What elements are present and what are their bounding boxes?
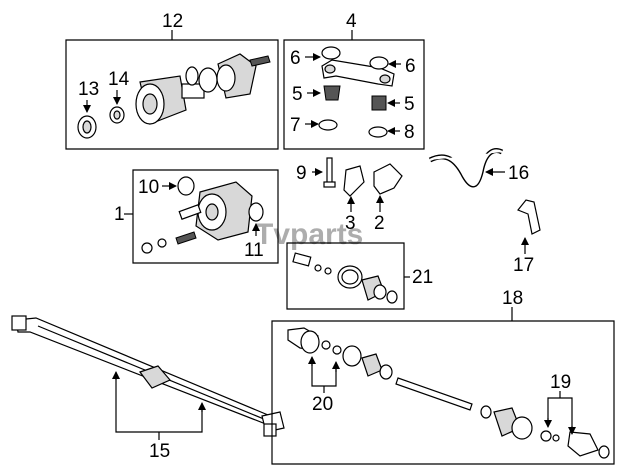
- callout-20[interactable]: 20: [312, 394, 333, 415]
- callout-2[interactable]: 2: [374, 213, 385, 234]
- half-shaft-18-parts[interactable]: [287, 327, 610, 459]
- group-box-4: 4 6 6 5 5 7 8: [283, 11, 425, 150]
- clip-17-group: 17: [513, 199, 541, 276]
- seal-10-part[interactable]: [177, 176, 195, 196]
- bracket-3-group: 3: [343, 165, 365, 234]
- seal-14-part[interactable]: [109, 106, 125, 124]
- bracket-2-group: 2: [373, 163, 403, 234]
- hose-16-group: 16: [428, 148, 529, 188]
- callout-19[interactable]: 19: [550, 372, 571, 393]
- group-box-18: 18 20 19: [271, 288, 615, 465]
- mount-bushing-6a-part[interactable]: [321, 46, 341, 60]
- clip-17-part[interactable]: [517, 199, 541, 235]
- callout-11[interactable]: 11: [244, 240, 264, 261]
- callout-6a[interactable]: 6: [290, 48, 301, 69]
- callout-12[interactable]: 12: [162, 11, 183, 32]
- bolt-9-part[interactable]: [323, 157, 336, 188]
- callout-9[interactable]: 9: [296, 163, 307, 184]
- callout-15[interactable]: 15: [149, 441, 170, 462]
- callout-3[interactable]: 3: [345, 213, 356, 234]
- mount-bracket-part[interactable]: [321, 59, 395, 87]
- bracket-2-part[interactable]: [373, 163, 403, 195]
- bolt-9-group: 9: [296, 157, 336, 188]
- propeller-shaft-15-part[interactable]: [11, 315, 285, 437]
- callout-14[interactable]: 14: [108, 69, 130, 90]
- nut-washer-parts[interactable]: [141, 231, 197, 254]
- callout-7[interactable]: 7: [290, 115, 301, 136]
- mount-washer-7-part[interactable]: [318, 119, 338, 131]
- callout-1[interactable]: 1: [114, 204, 125, 225]
- mount-cushion-5b-part[interactable]: [371, 95, 387, 111]
- mount-washer-8-part[interactable]: [368, 126, 388, 138]
- differential-housing-part[interactable]: [135, 53, 271, 125]
- mount-cushion-5a-part[interactable]: [323, 85, 341, 101]
- boot-kit-21-parts[interactable]: [292, 252, 398, 304]
- bracket-3-part[interactable]: [343, 165, 365, 197]
- group-box-12: 12 13 14: [65, 11, 279, 150]
- callout-5b[interactable]: 5: [404, 94, 415, 115]
- callout-4[interactable]: 4: [346, 11, 357, 32]
- callout-16[interactable]: 16: [508, 163, 529, 184]
- callout-18[interactable]: 18: [502, 288, 523, 309]
- mount-bushing-6b-part[interactable]: [369, 56, 389, 70]
- propeller-shaft-15-group: 15: [11, 315, 285, 462]
- callout-17[interactable]: 17: [513, 255, 534, 276]
- hose-16-part[interactable]: [429, 149, 503, 186]
- differential-carrier-part[interactable]: [178, 181, 253, 241]
- seal-13-part[interactable]: [77, 115, 97, 139]
- callout-8[interactable]: 8: [404, 122, 415, 143]
- seal-11-part[interactable]: [248, 202, 264, 222]
- callout-6b[interactable]: 6: [405, 56, 416, 77]
- group-box-1: 1 10 11: [114, 169, 279, 264]
- callout-21[interactable]: 21: [412, 267, 433, 288]
- watermark-text: Tvparts: [255, 218, 363, 251]
- group-box-21: 21: [286, 242, 433, 310]
- callout-10[interactable]: 10: [138, 177, 159, 198]
- callout-5a[interactable]: 5: [292, 84, 303, 105]
- callout-13[interactable]: 13: [78, 79, 99, 100]
